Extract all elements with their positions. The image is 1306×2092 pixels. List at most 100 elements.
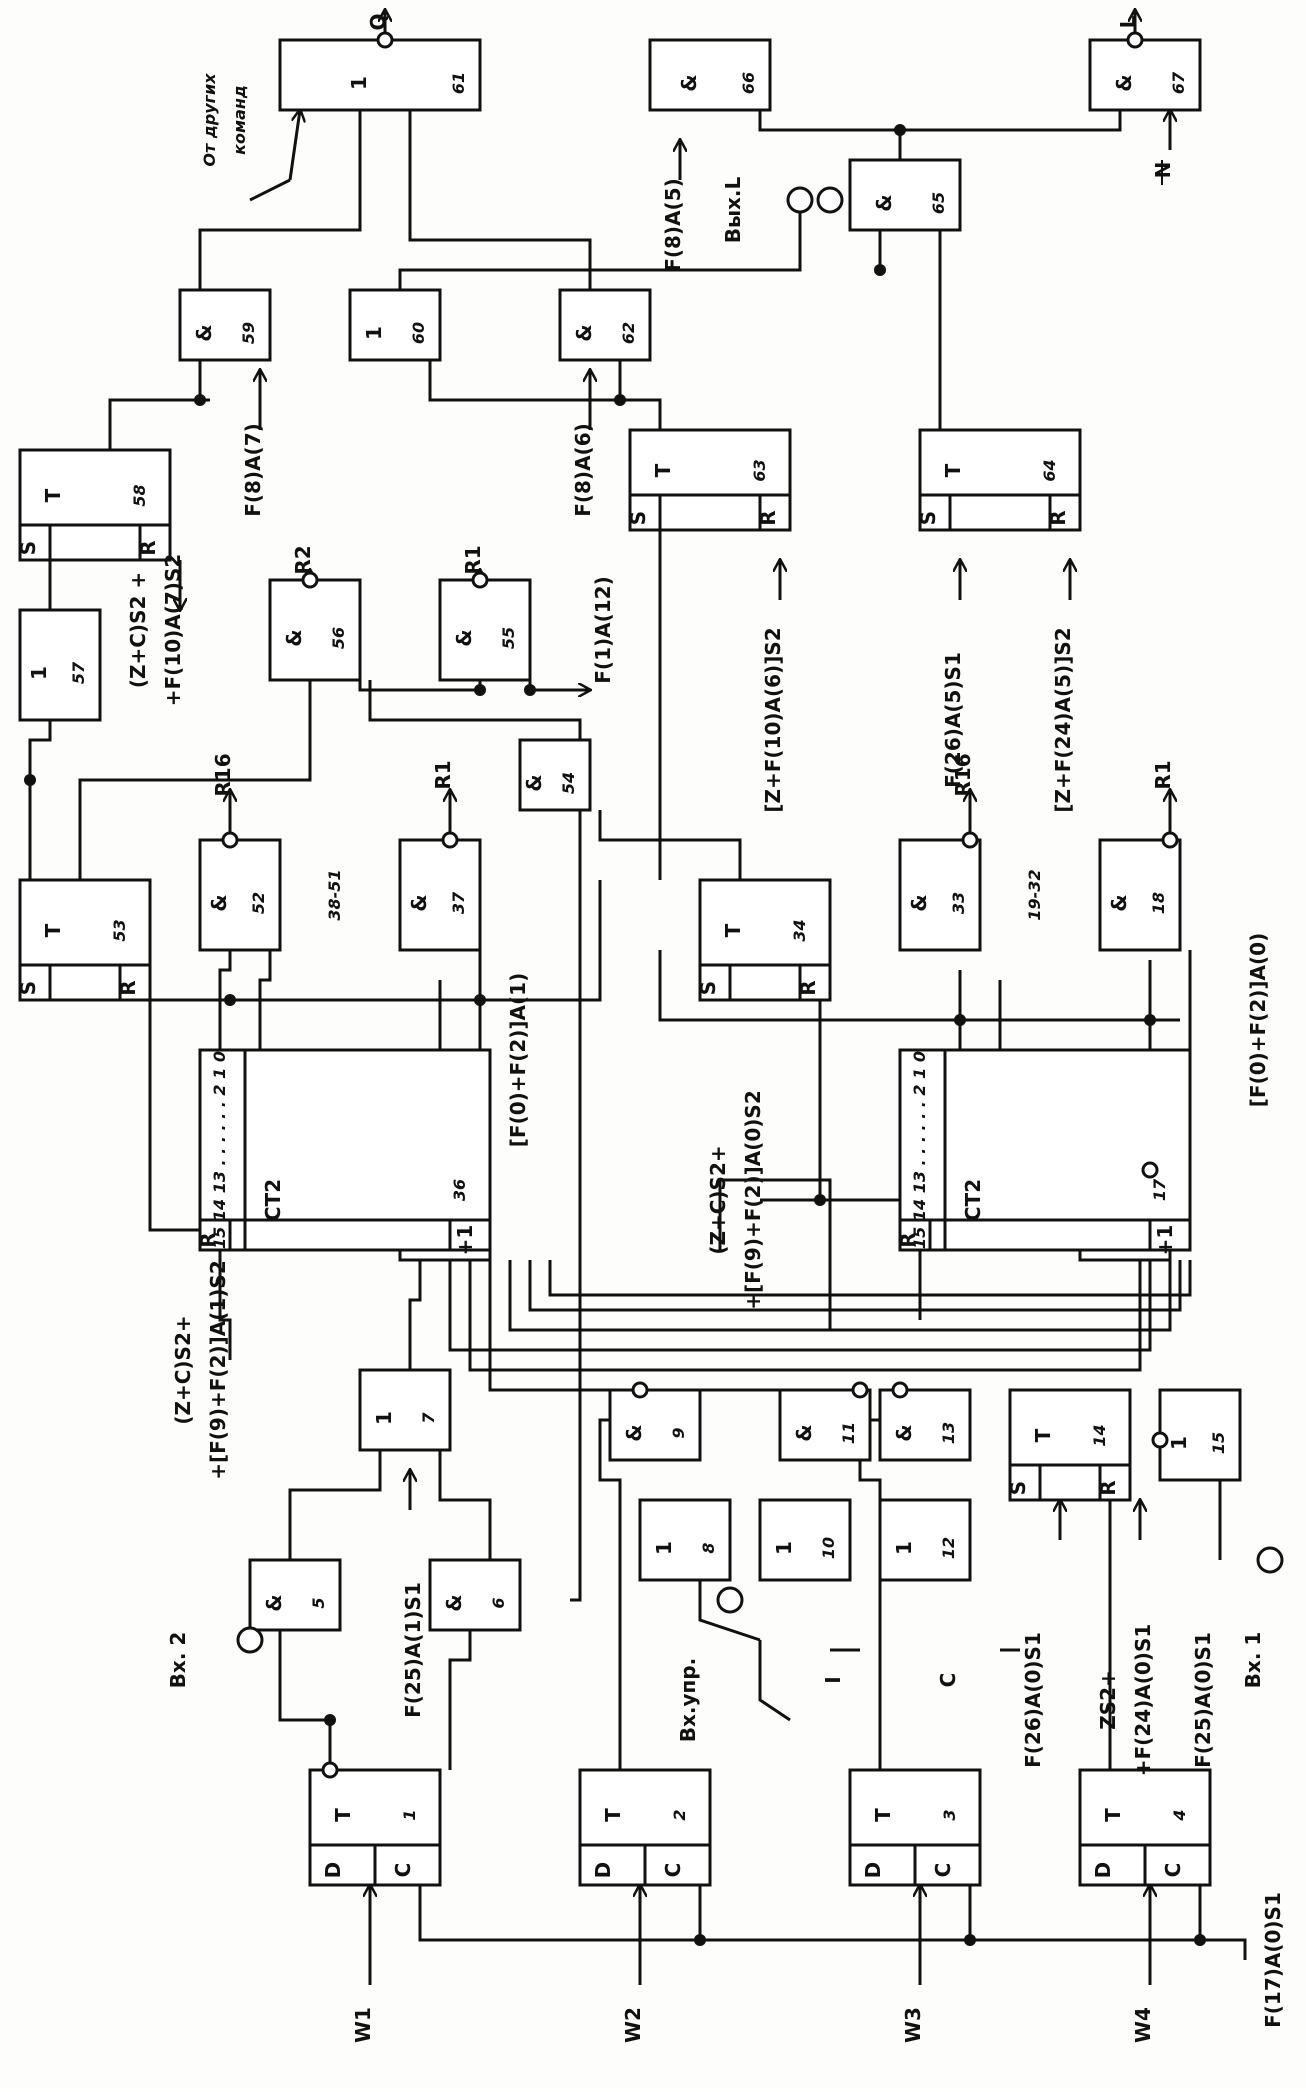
terminal-icon [786, 186, 814, 214]
pin-d: D [861, 1862, 885, 1879]
block-frame [848, 158, 962, 232]
block-number: 52 [249, 892, 268, 914]
block-6: &6 [428, 1558, 522, 1632]
label-f17: F(17)A(0)S1 [1261, 1892, 1285, 2028]
lamp-icon [816, 186, 844, 214]
block-number: 65 [929, 192, 948, 214]
block-13: &13 [878, 1388, 972, 1462]
block-number: 17 [1150, 1178, 1169, 1201]
pin-c: C [1161, 1863, 1185, 1878]
pin-r: R [1046, 510, 1070, 525]
block-frame [558, 288, 652, 362]
block-type: T [1031, 1428, 1055, 1442]
block-type: & [207, 894, 231, 911]
block-frame [918, 428, 1082, 532]
label-f8a6: F(8)A(6) [571, 423, 595, 517]
block-54: &54 [518, 738, 592, 812]
block-number: 58 [130, 484, 149, 506]
pin-r: R [136, 540, 160, 555]
pin-s: S [16, 981, 40, 995]
block-frame [648, 38, 772, 112]
block-frame [758, 1498, 852, 1582]
block-frame [18, 878, 152, 1002]
label-range1: 38-51 [325, 869, 344, 920]
label-zs2f24b: +F(24)A(0)S1 [1131, 1624, 1155, 1777]
block-type: & [262, 1594, 286, 1611]
pin-d: D [321, 1862, 345, 1879]
block-number: 6 [489, 1597, 508, 1608]
block-number: 4 [1170, 1809, 1189, 1821]
block-type: 1 [372, 1411, 396, 1425]
label-w4: W4 [1131, 2007, 1155, 2043]
inversion-bubble [321, 1761, 339, 1779]
block-frame [518, 738, 592, 812]
pin-r: R [796, 980, 820, 995]
block-type: T [651, 463, 675, 477]
pin-d: D [591, 1862, 615, 1879]
block-type: & [677, 74, 701, 91]
block-number: 63 [750, 459, 769, 481]
block-number: 10 [819, 1537, 838, 1559]
label-inC: C [936, 1673, 960, 1688]
block-frame [1098, 838, 1182, 952]
block-frame [428, 1558, 522, 1632]
block-number: 37 [449, 891, 468, 914]
block-9: &9 [608, 1388, 702, 1462]
label-r16b: R16 [951, 753, 975, 796]
block-10: 1 10 [758, 1498, 852, 1582]
block-type: & [907, 894, 931, 911]
pin-s: S [916, 511, 940, 525]
label-zf10a6: [Z+F(10)A(6)]S2 [761, 627, 785, 812]
block-frame [628, 428, 792, 532]
block-number: 5 [309, 1597, 328, 1608]
bit-outputs: 15 14 13 . . . . . . 2 1 0 [210, 1051, 229, 1249]
label-vxupr: Bx.упр. [676, 1658, 700, 1743]
block-frame [438, 578, 532, 682]
block-66: &66 [648, 38, 772, 112]
block-type: & [1112, 74, 1136, 91]
label-zf24a5: [Z+F(24)A(5)]S2 [1051, 627, 1075, 812]
block-frame [198, 838, 282, 952]
inversion-bubble [891, 1381, 909, 1399]
block-type: 1 [347, 76, 371, 90]
block-number: 2 [670, 1809, 689, 1820]
inversion-bubble [441, 831, 459, 849]
block-type: & [282, 629, 306, 646]
block-type: T [331, 1808, 355, 1822]
block-type: & [407, 894, 431, 911]
label-f8a7: F(8)A(7) [241, 423, 265, 517]
block-frame [268, 578, 362, 682]
label-vx2: Bx. 2 [166, 1632, 190, 1689]
block-number: 15 [1209, 1432, 1228, 1454]
label-f26a5: F(26)A(5)S1 [941, 652, 965, 788]
block-frame [898, 1048, 1192, 1252]
block-number: 59 [239, 322, 258, 344]
pin-plus1: +1 [453, 1225, 477, 1256]
label-r1a: R1 [431, 760, 455, 789]
pin-s: S [626, 511, 650, 525]
block-type: & [1107, 894, 1131, 911]
block-62: &62 [558, 288, 652, 362]
block-52: & 52 [198, 838, 282, 952]
block-type: & [522, 774, 546, 791]
block-type: 1 [362, 326, 386, 340]
block-type: 1 [1167, 1436, 1191, 1450]
block-type: 1 [772, 1541, 796, 1555]
block-type: T [41, 488, 65, 502]
block-5: &5 [248, 1558, 342, 1632]
block-frame [178, 288, 272, 362]
block-frame [608, 1388, 702, 1462]
inversion-bubble [631, 1381, 649, 1399]
block-type: & [892, 1424, 916, 1441]
inversion-bubble [301, 571, 319, 589]
pin-r: R [116, 980, 140, 995]
